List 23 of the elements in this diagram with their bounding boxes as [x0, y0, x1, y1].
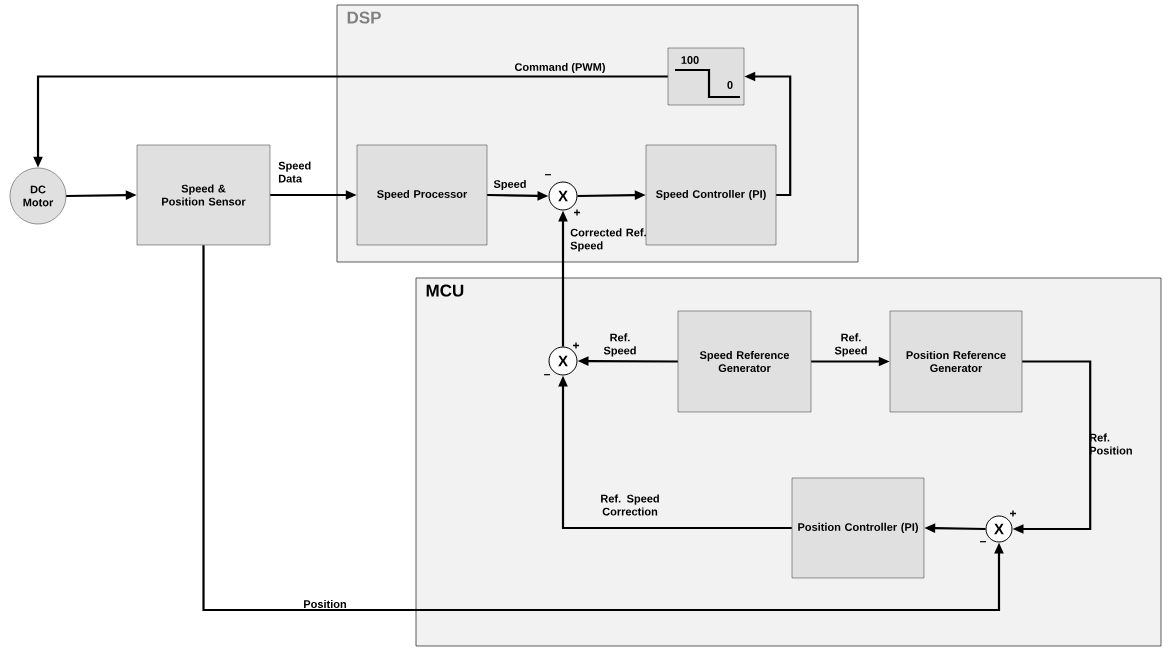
edge-label: Ref. Speed	[834, 333, 867, 357]
summing-junction: X	[985, 515, 1013, 543]
sign-label: –	[980, 541, 986, 543]
sign-label: +	[1010, 510, 1016, 517]
edge-label: Speed Data	[278, 161, 311, 183]
block-box: Position Reference Generator	[889, 310, 1023, 413]
block-box: Speed Controller (PI)	[645, 144, 777, 246]
edge-label: Ref. Speed Correction	[601, 494, 659, 516]
edge-label: Ref. Speed	[603, 333, 636, 357]
sign-label: +	[574, 209, 581, 216]
block-box: Position Controller (PI)	[791, 477, 925, 579]
edge-label: Speed	[493, 179, 526, 191]
edge-label: Position	[304, 599, 347, 609]
block-box: Speed Reference Generator	[677, 310, 812, 413]
step-function-block: 100 0	[667, 47, 745, 106]
sign-label: +	[573, 342, 580, 349]
edge-label: Corrected Ref. Speed	[570, 228, 646, 252]
sign-label: –	[544, 374, 550, 376]
block-box: Speed & Position Sensor	[136, 144, 271, 246]
arrow	[202, 245, 1004, 612]
sign-label: –	[545, 174, 551, 176]
edge-label: Command (PWM)	[514, 62, 605, 74]
block-box: Speed Processor	[356, 144, 488, 246]
